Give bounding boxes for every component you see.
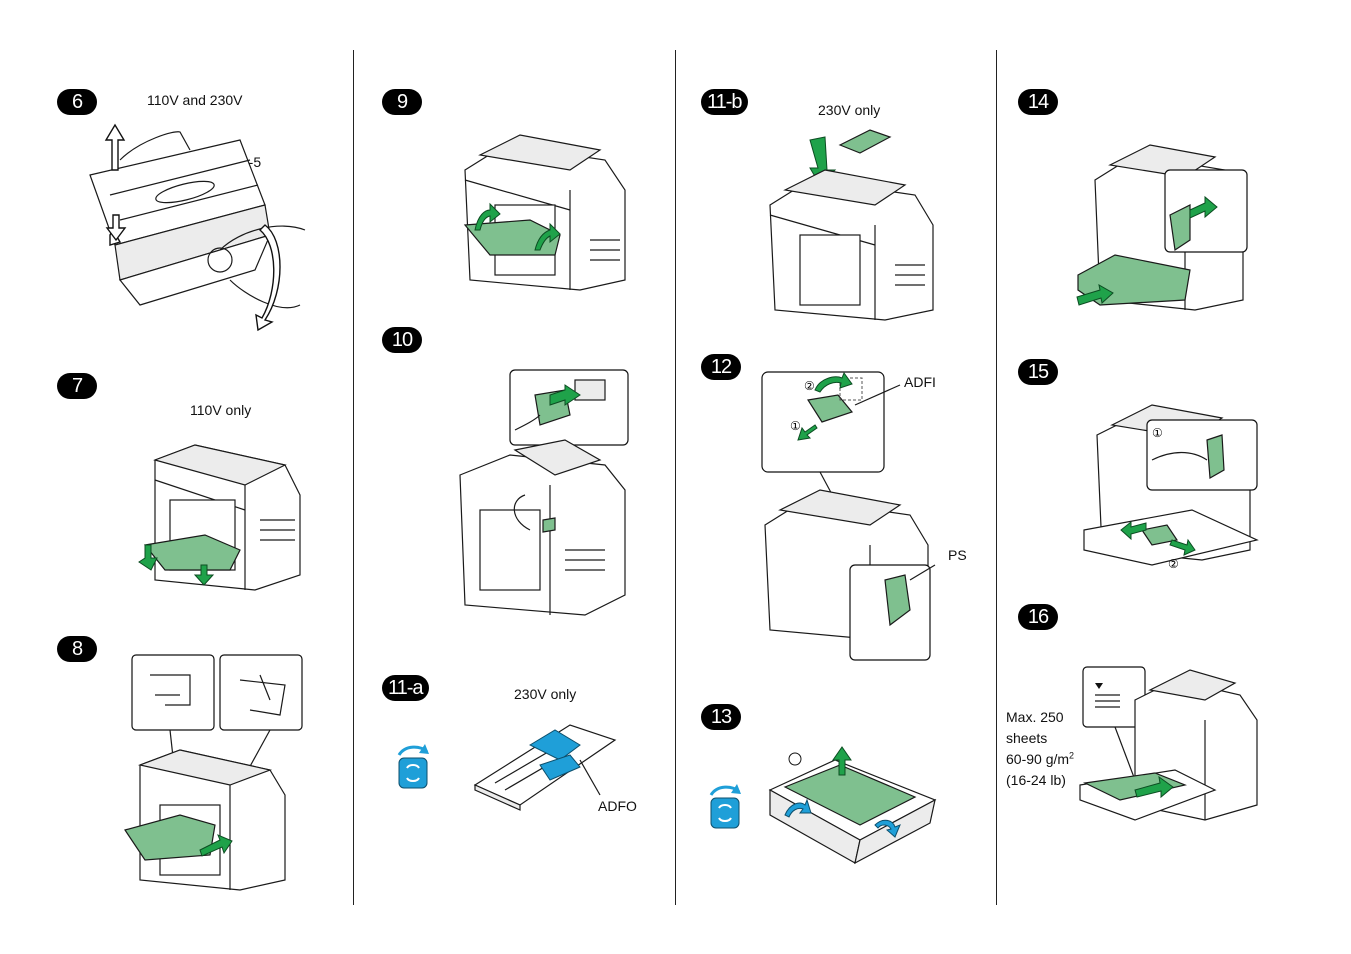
paper-guide-adjust-illustration: ① ② (1082, 390, 1260, 571)
rotate-icon (707, 780, 743, 830)
step-badge-13: 13 (701, 704, 741, 730)
printer-load-paper-illustration (1075, 655, 1260, 835)
step-badge-15: 15 (1018, 359, 1058, 385)
marker-2: ② (804, 379, 815, 393)
adfi-ps-illustration: ② ① (760, 370, 936, 662)
step11b-voltage-note: 230V only (818, 102, 881, 118)
printer-close-cover-illustration (460, 130, 630, 291)
step-badge-9: 9 (382, 89, 422, 115)
step-badge-11b: 11-b (701, 89, 748, 115)
step16-capacity-note: Max. 250 sheets 60-90 g/m2 (16-24 lb) (1006, 709, 1075, 788)
marker-1: ① (1152, 426, 1163, 440)
step11a-adfo-label: ADFO (598, 798, 637, 814)
printer-install-adfo-illustration (765, 125, 935, 321)
paper-tray-open-illustration (765, 745, 940, 865)
step12-ps-label: PS (948, 547, 967, 563)
step-badge-11a: 11-a (382, 675, 429, 701)
printer-insert-drum-illustration (120, 654, 305, 891)
adfo-tray-illustration (470, 705, 620, 811)
marker-1: ① (790, 419, 801, 433)
step-badge-14: 14 (1018, 89, 1058, 115)
step7-voltage-note: 110V only (190, 402, 252, 418)
step11a-voltage-note: 230V only (514, 686, 577, 702)
step-badge-7: 7 (57, 373, 97, 399)
step-badge-12: 12 (701, 354, 741, 380)
step-badge-6: 6 (57, 89, 97, 115)
cable-connection-illustration (455, 369, 630, 620)
step-badge-8: 8 (57, 636, 97, 662)
printer-remove-drum-illustration (135, 440, 305, 591)
printer-insert-tray-illustration (1075, 125, 1250, 311)
column-divider-1 (353, 50, 354, 905)
column-divider-3 (996, 50, 997, 905)
step-badge-10: 10 (382, 327, 422, 353)
toner-cartridge-illustration (80, 120, 310, 332)
step12-adfi-label: ADFI (904, 374, 936, 390)
step6-voltage-note: 110V and 230V (147, 92, 243, 108)
step-badge-16: 16 (1018, 604, 1058, 630)
marker-2: ② (1168, 557, 1179, 571)
rotate-icon (395, 740, 431, 790)
column-divider-2 (675, 50, 676, 905)
